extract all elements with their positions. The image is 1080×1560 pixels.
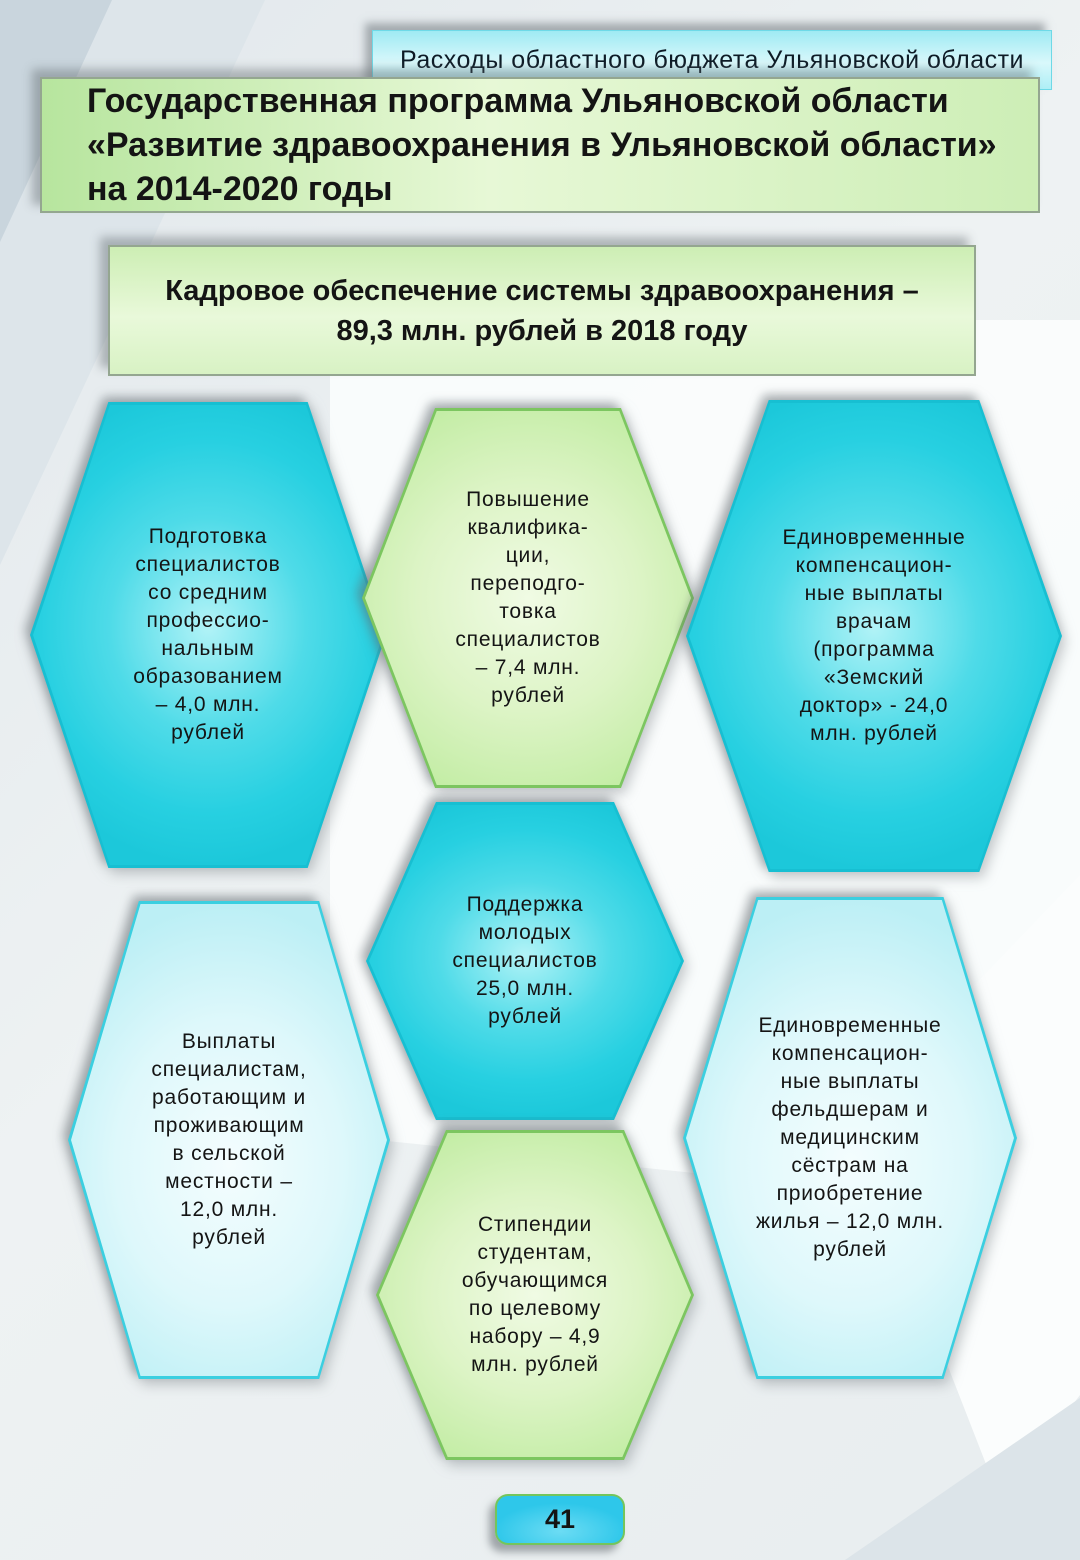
hexagon-fill [689, 403, 1059, 869]
hexagon-rural-specialists-payments: Выплаты специалистам, работающим и прожи… [68, 901, 390, 1379]
hexagon-fill [379, 1133, 691, 1457]
hexagon-qualification-upgrade: Повышение квалифика- ции, переподго- тов… [362, 408, 694, 788]
program-title-box: Государственная программа Ульяновской об… [40, 77, 1040, 213]
hexagon-fill [369, 805, 681, 1117]
page-number-badge: 41 [495, 1494, 625, 1545]
hexagon-training-mid-level-specialists: Подготовка специалистов со средним профе… [30, 402, 386, 868]
hexagon-fill [686, 900, 1014, 1376]
section-subtitle-text: Кадровое обеспечение системы здравоохран… [165, 274, 919, 347]
hexagon-text: Единовременные компенсацион- ные выплаты… [782, 526, 966, 745]
section-subtitle-box: Кадровое обеспечение системы здравоохран… [108, 245, 976, 376]
hexagon-fill [33, 405, 383, 865]
hexagon-young-specialists-support: Поддержка молодых специалистов 25,0 млн.… [366, 802, 684, 1120]
hexagon-fill [365, 411, 691, 785]
hexagon-text: Поддержка молодых специалистов 25,0 млн.… [452, 893, 598, 1028]
hexagon-text: Выплаты специалистам, работающим и прожи… [151, 1030, 307, 1249]
hexagon-doctor-compensation: Единовременные компенсацион- ные выплаты… [686, 400, 1062, 872]
program-title-text: Государственная программа Ульяновской об… [87, 82, 997, 208]
slide-header-text: Расходы областного бюджета Ульяновской о… [399, 45, 1025, 74]
hexagon-paramedic-nurse-housing: Единовременные компенсацион- ные выплаты… [683, 897, 1017, 1379]
hexagon-text: Стипендии студентам, обучающимся по целе… [461, 1213, 609, 1376]
hexagon-text: Подготовка специалистов со средним профе… [133, 525, 283, 744]
page-number-text: 41 [544, 1504, 576, 1534]
hexagon-text: Единовременные компенсацион- ные выплаты… [755, 1014, 945, 1261]
hexagon-student-scholarships: Стипендии студентам, обучающимся по целе… [376, 1130, 694, 1460]
hexagon-fill [71, 904, 387, 1376]
hexagon-text: Повышение квалифика- ции, переподго- тов… [455, 488, 601, 707]
